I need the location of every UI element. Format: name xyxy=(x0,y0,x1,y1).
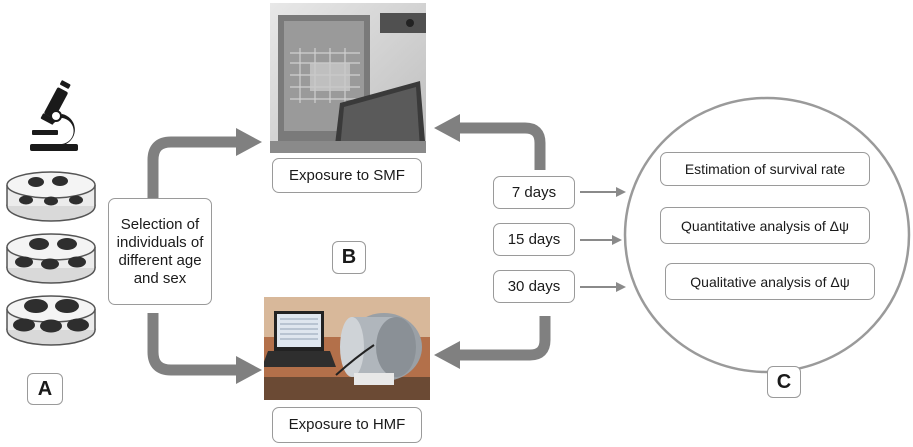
arrow-to-smf xyxy=(147,136,238,198)
arrow-back-hmf xyxy=(458,316,551,361)
label-b: B xyxy=(332,241,366,274)
selection-box: Selection of individuals of different ag… xyxy=(108,198,212,305)
arrow-back-smf xyxy=(458,122,546,170)
label-c: C xyxy=(767,366,801,398)
arrow-to-smf-head xyxy=(236,128,262,156)
hmf-setup-photo xyxy=(264,297,430,400)
analysis-qualitative: Qualitative analysis of Δψ xyxy=(665,263,875,300)
label-a: A xyxy=(27,373,63,405)
exposure-smf-box: Exposure to SMF xyxy=(272,158,422,193)
arrow-to-hmf-head xyxy=(236,356,262,384)
smf-incubator-photo xyxy=(270,3,426,153)
microscope-icon xyxy=(30,80,78,151)
arrow-back-smf-head xyxy=(434,114,460,142)
analysis-quantitative: Quantitative analysis of Δψ xyxy=(660,207,870,244)
analysis-survival-rate: Estimation of survival rate xyxy=(660,152,870,186)
petri-dish-icon xyxy=(6,295,96,346)
arrow-to-hmf xyxy=(147,313,238,376)
selection-text: Selection of individuals of different ag… xyxy=(116,215,204,287)
petri-dish-icon xyxy=(6,171,96,222)
arrow-back-hmf-head xyxy=(434,341,460,369)
duration-15-days: 15 days xyxy=(493,223,575,256)
duration-30-days: 30 days xyxy=(493,270,575,303)
petri-dish-icon xyxy=(6,233,96,284)
duration-7-days: 7 days xyxy=(493,176,575,209)
exposure-hmf-box: Exposure to HMF xyxy=(272,407,422,443)
